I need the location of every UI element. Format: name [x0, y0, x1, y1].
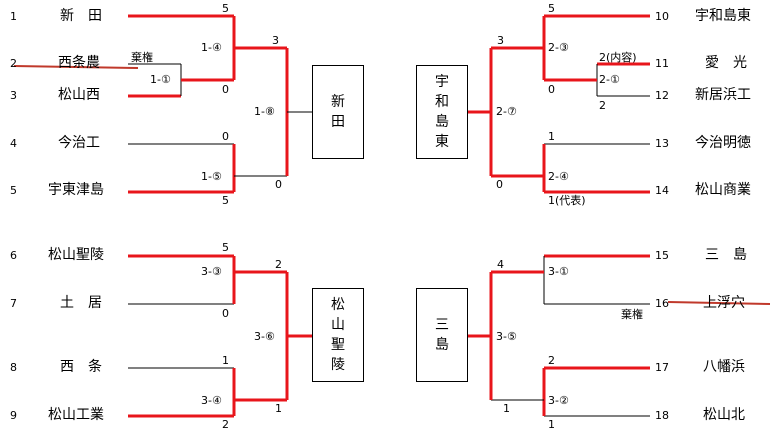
block-winner-box: 宇 和 島 東 [416, 65, 468, 159]
score: 5 [222, 2, 229, 15]
score: 0 [496, 178, 503, 191]
team-name: 松山商業 [695, 182, 751, 198]
block-winner-box: 三 島 [416, 288, 468, 382]
score: 1 [222, 354, 229, 367]
match-label: 2-① [599, 73, 620, 86]
team-name: 宇東津島 [48, 182, 104, 198]
match-label: 1-⑤ [201, 170, 222, 183]
match-label: 1-① [150, 73, 171, 86]
match-label: 2-③ [548, 41, 569, 54]
withdrawal-note: 棄権 [621, 308, 643, 321]
seed-number: 9 [10, 409, 17, 422]
seed-number: 7 [10, 297, 17, 310]
winner-char: 島 [435, 337, 449, 353]
winner-char: 陵 [331, 357, 345, 373]
score: 0 [222, 130, 229, 143]
score: 1 [548, 130, 555, 143]
match-label: 3-⑤ [496, 330, 517, 343]
score: 3 [497, 34, 504, 47]
score: 4 [497, 258, 504, 271]
withdrawn-strike [667, 301, 771, 305]
withdrawn-strike [13, 65, 139, 69]
seed-number: 1 [10, 10, 17, 23]
team-name: 三 島 [705, 247, 747, 263]
seed-number: 16 [655, 297, 669, 310]
team-name: 松山聖陵 [48, 247, 104, 263]
team-name: 今治工 [58, 135, 100, 151]
team-name: 今治明徳 [695, 135, 751, 151]
withdrawal-note: 棄権 [131, 51, 153, 64]
match-label: 3-④ [201, 394, 222, 407]
score: 0 [222, 307, 229, 320]
team-name: 松山北 [703, 407, 745, 423]
seed-number: 10 [655, 10, 669, 23]
score: 0 [275, 178, 282, 191]
seed-number: 6 [10, 249, 17, 262]
score: 2(内容) [599, 51, 637, 64]
match-label: 3-② [548, 394, 569, 407]
seed-number: 2 [10, 57, 17, 70]
winner-char: 山 [331, 317, 345, 333]
team-name: 八幡浜 [703, 359, 745, 375]
score: 1(代表) [548, 194, 586, 207]
score: 2 [548, 354, 555, 367]
seed-number: 15 [655, 249, 669, 262]
seed-number: 18 [655, 409, 669, 422]
seed-number: 8 [10, 361, 17, 374]
team-name-withdrawn: 上浮穴 [703, 295, 745, 311]
score: 3 [272, 34, 279, 47]
winner-char: 和 [435, 94, 449, 110]
team-name-withdrawn: 西条農 [58, 55, 100, 71]
match-label: 1-④ [201, 41, 222, 54]
team-name: 宇和島東 [695, 8, 751, 24]
score: 1 [503, 402, 510, 415]
seed-number: 17 [655, 361, 669, 374]
score: 2 [599, 99, 606, 112]
team-name: 土 居 [60, 295, 102, 311]
match-label: 2-④ [548, 170, 569, 183]
team-name: 愛 光 [705, 55, 747, 71]
winner-char: 新 [331, 94, 345, 110]
team-name: 松山西 [58, 87, 100, 103]
team-name: 新 田 [60, 8, 102, 24]
score: 0 [548, 83, 555, 96]
seed-number: 12 [655, 89, 669, 102]
winner-char: 田 [331, 114, 345, 130]
winner-char: 島 [435, 114, 449, 130]
match-label: 3-① [548, 265, 569, 278]
team-name: 松山工業 [48, 407, 104, 423]
match-label: 1-⑧ [254, 105, 275, 118]
score: 1 [275, 402, 282, 415]
match-label: 3-⑥ [254, 330, 275, 343]
score: 1 [548, 418, 555, 431]
score: 5 [222, 194, 229, 207]
block-winner-box: 松 山 聖 陵 [312, 288, 364, 382]
seed-number: 5 [10, 184, 17, 197]
seed-number: 4 [10, 137, 17, 150]
winner-char: 聖 [331, 337, 345, 353]
block-winner-box: 新 田 [312, 65, 364, 159]
winner-char: 東 [435, 134, 449, 150]
seed-number: 3 [10, 89, 17, 102]
score: 2 [275, 258, 282, 271]
winner-char: 三 [435, 317, 449, 333]
score: 2 [222, 418, 229, 431]
winner-char: 宇 [435, 74, 449, 90]
match-label: 3-③ [201, 265, 222, 278]
score: 0 [222, 83, 229, 96]
score: 5 [222, 241, 229, 254]
seed-number: 11 [655, 57, 669, 70]
seed-number: 13 [655, 137, 669, 150]
seed-number: 14 [655, 184, 669, 197]
match-label: 2-⑦ [496, 105, 517, 118]
team-name: 新居浜工 [695, 87, 751, 103]
team-name: 西 条 [60, 359, 102, 375]
score: 5 [548, 2, 555, 15]
winner-char: 松 [331, 297, 345, 313]
